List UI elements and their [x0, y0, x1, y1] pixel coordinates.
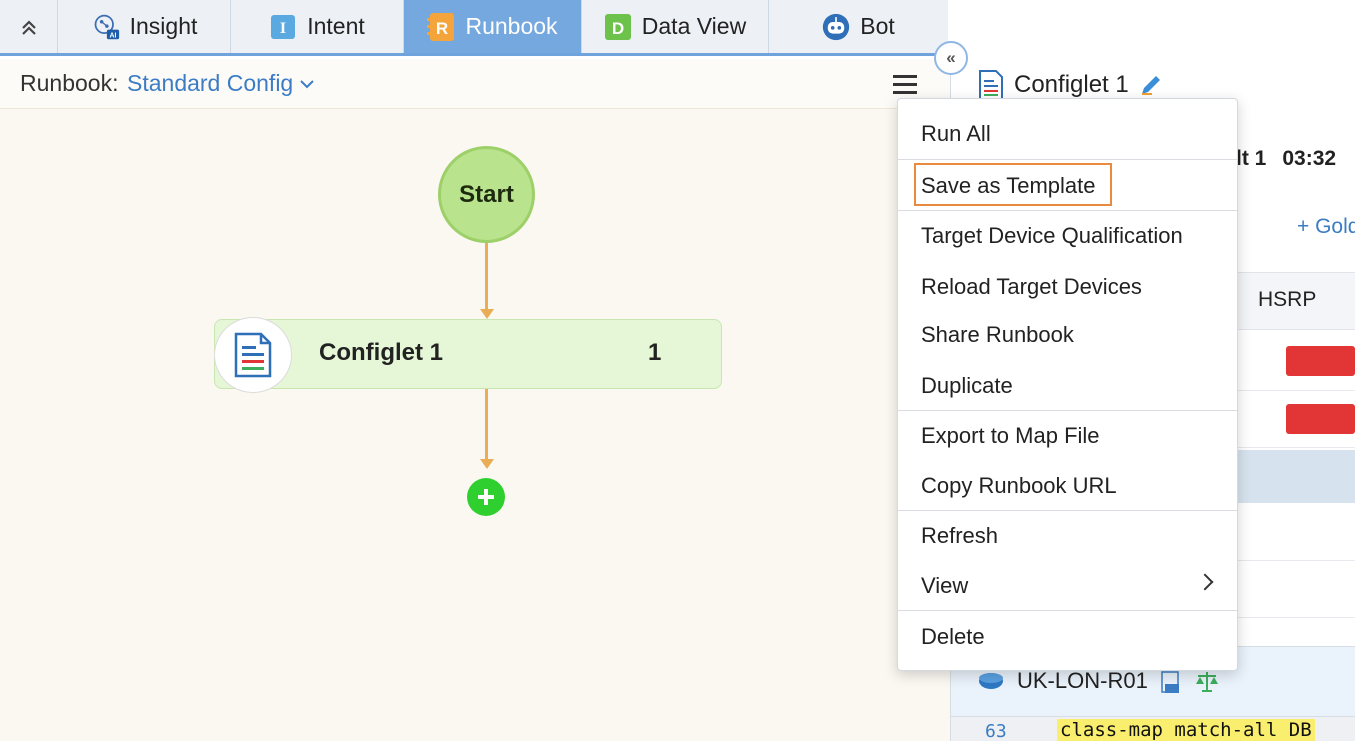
flow-connector	[485, 389, 488, 459]
row-divider	[1237, 560, 1355, 561]
compare-scale-icon[interactable]	[1194, 669, 1220, 695]
menu-divider	[898, 510, 1237, 511]
result-label: lt 1	[1236, 147, 1267, 170]
menu-item-delete[interactable]: Delete	[921, 624, 985, 649]
tab-runbook-label: Runbook	[465, 13, 558, 39]
table-header	[1237, 272, 1355, 330]
configlet-count: 1	[648, 339, 662, 366]
menu-divider	[898, 210, 1237, 211]
menu-divider	[898, 159, 1237, 160]
intent-icon: I	[269, 13, 297, 41]
menu-item-duplicate[interactable]: Duplicate	[921, 373, 1013, 398]
configlet-node[interactable]: Configlet 1 1	[214, 317, 722, 393]
result-header: lt 1 03:32	[1236, 147, 1336, 171]
configlet-title: Configlet 1	[978, 70, 1163, 100]
runbook-pane: Runbook: Standard Config Start	[0, 59, 950, 741]
insight-ai-icon: AI	[92, 13, 120, 41]
runbook-name: Standard Config	[127, 70, 294, 96]
plus-icon	[478, 489, 494, 505]
menu-divider	[898, 610, 1237, 611]
menu-item-view[interactable]: View	[898, 561, 1237, 611]
menu-divider	[898, 410, 1237, 411]
runbook-label: Runbook:	[20, 70, 119, 96]
code-line-text: class-map match-all DB	[1057, 719, 1315, 741]
menu-item-run-all[interactable]: Run All	[921, 121, 991, 146]
pencil-edit-icon[interactable]	[1139, 73, 1163, 97]
tab-intent-label: Intent	[307, 13, 365, 39]
tab-data-view[interactable]: D Data View	[582, 0, 769, 53]
row-divider	[1237, 617, 1355, 618]
table-row-selected[interactable]	[1237, 450, 1355, 503]
tab-runbook[interactable]: R Runbook	[404, 0, 582, 53]
row-divider	[1237, 390, 1355, 391]
tab-bot[interactable]: Bot	[769, 0, 948, 53]
svg-text:AI: AI	[109, 32, 116, 39]
svg-text:R: R	[436, 19, 448, 38]
configlet-icon-holder	[214, 317, 292, 393]
flow-connector	[485, 243, 488, 309]
status-bar-fail	[1286, 404, 1355, 434]
add-golden-link[interactable]: + Gold	[1297, 215, 1355, 238]
collapse-panel-button[interactable]: «	[934, 41, 968, 75]
status-bar-fail	[1286, 346, 1355, 376]
code-line-number: 63	[985, 721, 1007, 741]
chevron-down-icon	[300, 79, 314, 88]
tab-insight-label: Insight	[129, 13, 198, 39]
top-tab-bar: AI Insight I Intent R	[0, 0, 948, 56]
start-node[interactable]: Start	[438, 146, 535, 243]
hamburger-menu-button[interactable]	[893, 75, 917, 95]
svg-text:D: D	[612, 19, 624, 38]
tab-bot-label: Bot	[860, 13, 895, 39]
runbook-icon: R	[427, 12, 455, 41]
hamburger-icon	[893, 75, 917, 78]
bot-icon	[822, 13, 850, 41]
runbook-options-menu: Run All Save as Template Target Device Q…	[897, 98, 1238, 671]
menu-item-reload-target-devices[interactable]: Reload Target Devices	[921, 274, 1142, 299]
add-node-button[interactable]	[467, 478, 505, 516]
chevron-right-icon	[1196, 573, 1214, 591]
device-name: UK-LON-R01	[1017, 668, 1148, 693]
menu-item-export-to-map-file[interactable]: Export to Map File	[921, 423, 1100, 448]
menu-item-target-device-qualification[interactable]: Target Device Qualification	[921, 223, 1183, 248]
configlet-document-icon	[234, 332, 272, 378]
row-divider	[1237, 447, 1355, 448]
configlet-name: Configlet 1	[319, 339, 443, 366]
data-view-icon: D	[604, 13, 632, 41]
menu-item-save-as-template[interactable]: Save as Template	[921, 173, 1096, 198]
menu-item-copy-runbook-url[interactable]: Copy Runbook URL	[921, 473, 1117, 498]
runbook-selector[interactable]: Standard Config	[127, 70, 315, 97]
runbook-header: Runbook: Standard Config	[0, 59, 950, 109]
menu-item-view-label: View	[921, 573, 969, 598]
menu-item-refresh[interactable]: Refresh	[921, 523, 999, 548]
arrow-down-icon	[480, 459, 494, 469]
column-header-hsrp[interactable]: HSRP	[1258, 288, 1317, 311]
arrow-down-icon	[480, 309, 494, 319]
configlet-document-icon	[979, 70, 1003, 100]
tab-insight[interactable]: AI Insight	[59, 0, 231, 53]
menu-item-share-runbook[interactable]: Share Runbook	[921, 322, 1074, 347]
log-icon[interactable]	[1160, 671, 1182, 695]
configlet-title-text: Configlet 1	[1014, 71, 1129, 98]
double-chevron-left-icon: «	[946, 48, 956, 67]
router-icon	[979, 673, 1003, 689]
result-time: 03:32	[1282, 147, 1337, 170]
double-chevron-up-icon	[21, 19, 36, 35]
tab-data-view-label: Data View	[641, 13, 747, 39]
tab-intent[interactable]: I Intent	[231, 0, 404, 53]
collapse-tabs-button[interactable]	[0, 0, 58, 53]
svg-text:I: I	[280, 20, 286, 37]
